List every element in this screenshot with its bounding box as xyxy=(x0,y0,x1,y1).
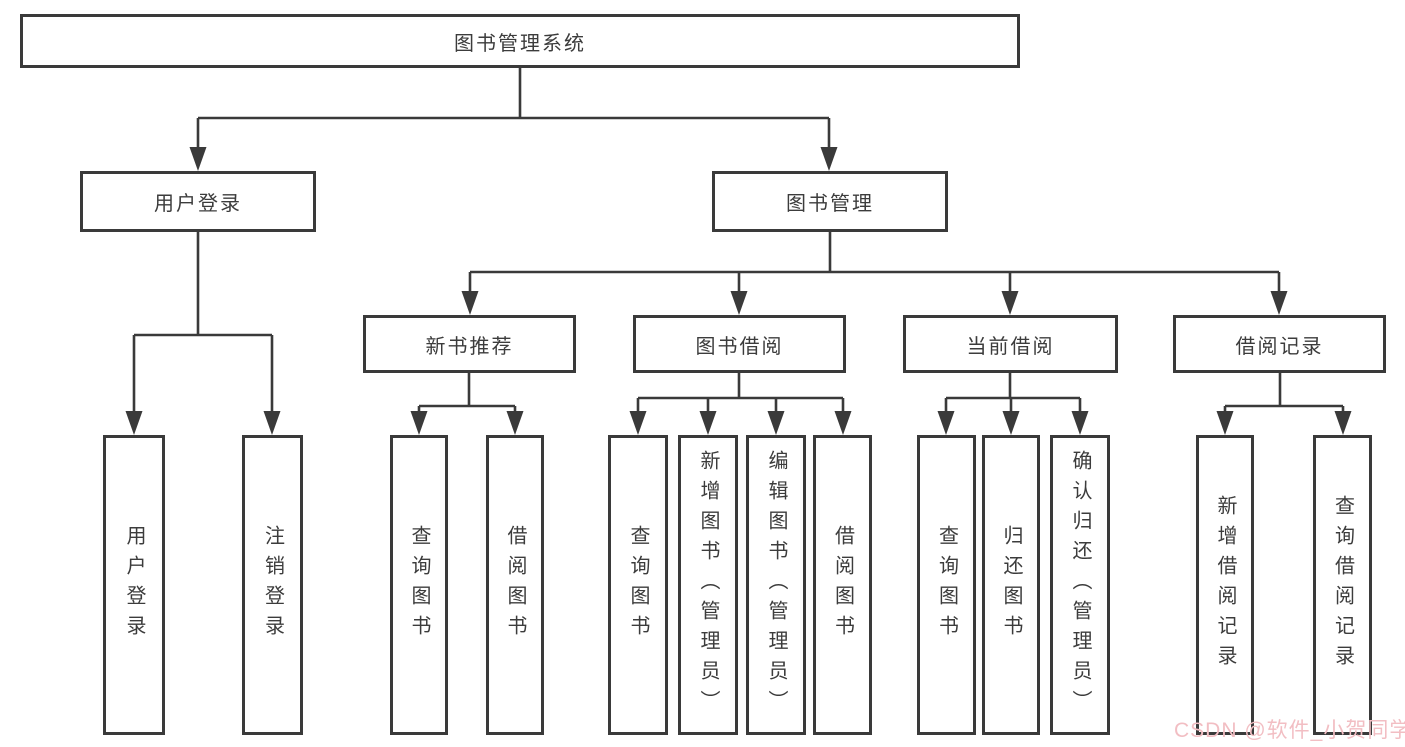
arrowhead-icon xyxy=(834,411,852,435)
node-label: 查询图书 xyxy=(627,525,649,645)
node-log-query-record: 查询借阅记录 xyxy=(1313,435,1372,735)
arrowhead-icon xyxy=(1002,411,1020,435)
node-label: 用户登录 xyxy=(123,525,145,645)
node-rec-query-book: 查询图书 xyxy=(390,435,448,735)
node-label: 查询借阅记录 xyxy=(1331,495,1354,675)
arrowhead-icon xyxy=(1334,411,1352,435)
arrowhead-icon xyxy=(125,411,143,435)
node-root: 图书管理系统 xyxy=(20,14,1020,68)
node-bor-edit-book: 编辑图书（管理员） xyxy=(746,435,806,735)
arrowhead-icon xyxy=(629,411,647,435)
node-label: 查询图书 xyxy=(935,525,958,645)
watermark-text: CSDN @软件_小贺同学 xyxy=(1174,719,1405,742)
node-label: 新增借阅记录 xyxy=(1214,495,1236,675)
node-login: 用户登录 xyxy=(103,435,165,735)
arrowhead-icon xyxy=(1001,291,1019,315)
node-user-login: 用户登录 xyxy=(80,171,316,232)
node-bor-query-book: 查询图书 xyxy=(608,435,668,735)
arrowhead-icon xyxy=(937,411,955,435)
node-label: 确认归还（管理员） xyxy=(1069,450,1091,720)
node-bor-borrow-book: 借阅图书 xyxy=(813,435,872,735)
node-logout: 注销登录 xyxy=(242,435,303,735)
node-label: 图书借阅 xyxy=(695,335,784,358)
arrowhead-icon xyxy=(1270,291,1288,315)
arrowhead-icon xyxy=(767,411,785,435)
node-label: 借阅记录 xyxy=(1235,335,1324,358)
node-label: 借阅图书 xyxy=(831,525,854,645)
node-label: 编辑图书（管理员） xyxy=(765,450,787,720)
node-rec-borrow-book: 借阅图书 xyxy=(486,435,544,735)
arrowhead-icon xyxy=(1071,411,1089,435)
node-cur-return-book: 归还图书 xyxy=(982,435,1040,735)
arrowhead-icon xyxy=(699,411,717,435)
node-label: 图书管理 xyxy=(786,193,874,215)
node-label: 归还图书 xyxy=(1000,525,1022,645)
node-bor-add-book: 新增图书（管理员） xyxy=(678,435,738,735)
node-cur-query-book: 查询图书 xyxy=(917,435,976,735)
arrowhead-icon xyxy=(263,411,281,435)
node-label: 新增图书（管理员） xyxy=(697,450,719,720)
node-new-book-rec: 新书推荐 xyxy=(363,315,576,373)
node-label: 图书管理系统 xyxy=(454,32,586,55)
node-label: 新书推荐 xyxy=(425,335,514,358)
arrowhead-icon xyxy=(1216,411,1234,435)
node-label: 注销登录 xyxy=(261,525,284,645)
arrowhead-icon xyxy=(730,291,748,315)
node-borrow-record: 借阅记录 xyxy=(1173,315,1386,373)
node-cur-confirm-return: 确认归还（管理员） xyxy=(1050,435,1110,735)
node-label: 用户登录 xyxy=(154,193,242,215)
arrowhead-icon xyxy=(506,411,524,435)
node-book-mgmt: 图书管理 xyxy=(712,171,948,232)
node-current-borrow: 当前借阅 xyxy=(903,315,1118,373)
node-label: 查询图书 xyxy=(408,525,430,645)
arrowhead-icon xyxy=(461,291,479,315)
arrowhead-icon xyxy=(189,147,207,171)
node-label: 当前借阅 xyxy=(966,335,1055,358)
arrowhead-icon xyxy=(410,411,428,435)
node-label: 借阅图书 xyxy=(504,525,526,645)
arrowhead-icon xyxy=(820,147,838,171)
node-book-borrow: 图书借阅 xyxy=(633,315,846,373)
node-log-add-record: 新增借阅记录 xyxy=(1196,435,1254,735)
